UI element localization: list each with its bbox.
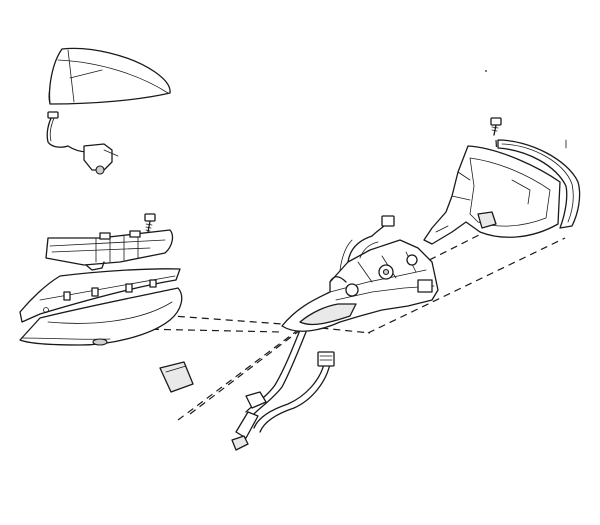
stray-mark xyxy=(485,70,487,72)
small-pad xyxy=(159,361,194,393)
camera-with-cable xyxy=(46,111,119,175)
leader-line xyxy=(367,237,566,334)
mirror-cap xyxy=(48,47,171,105)
housing-bracket xyxy=(423,145,561,245)
glass-screw xyxy=(490,117,502,136)
leader-line xyxy=(177,299,339,421)
folding-actuator-assembly xyxy=(281,215,439,332)
wiring-harness xyxy=(231,329,335,451)
turn-signal-lamp xyxy=(45,229,174,271)
mirror-glass xyxy=(497,139,581,229)
cap-screw xyxy=(144,213,156,233)
leader-line xyxy=(189,291,351,415)
lower-housing xyxy=(19,287,183,346)
leader-line xyxy=(91,327,283,333)
lower-cover-trim xyxy=(19,268,181,323)
